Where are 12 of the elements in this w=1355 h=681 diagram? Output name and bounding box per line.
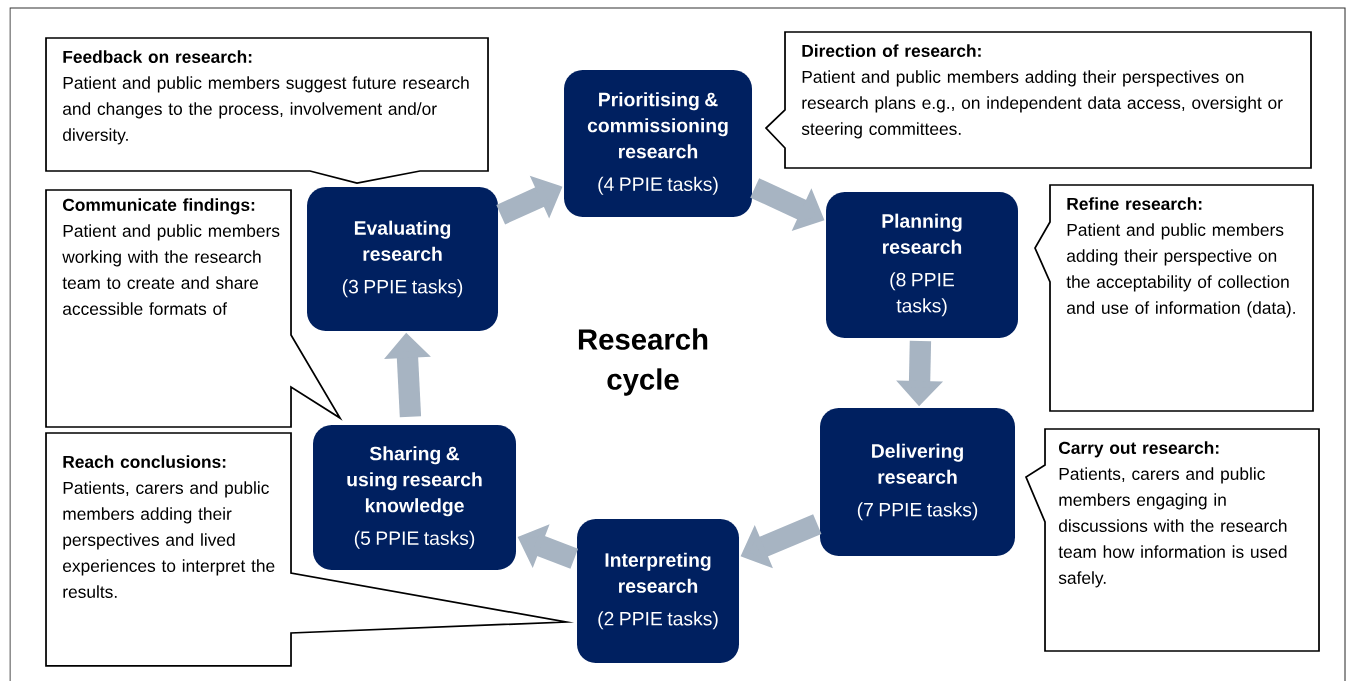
callout-box: Feedback on research: Patient and public members suggest future research and changes to the process, involvement and/or diversity. bbox=[45, 37, 489, 184]
process-box: Planning research (8 PPIE tasks) bbox=[826, 192, 1018, 338]
callout-box: Refine research: Patient and public members adding their perspective on the acceptability of collection and use of information (data). bbox=[1034, 184, 1314, 412]
callout-box: Communicate findings: Patient and public members working with the research team to create and share accessible formats of bbox=[45, 189, 343, 428]
process-box: Evaluating research (3 PPIE tasks) bbox=[307, 187, 498, 331]
callout-box: Carry out research: Patients, carers and public members engaging in discussions with the research team how information is used safely. bbox=[1024, 428, 1320, 652]
process-box: Sharing & using research knowledge (5 PPIE tasks) bbox=[313, 425, 516, 570]
process-box: Prioritising & commissioning research (4 PPIE tasks) bbox=[564, 70, 752, 217]
process-box: Delivering research (7 PPIE tasks) bbox=[820, 408, 1015, 556]
callout-box: Direction of research: Patient and public members adding their perspectives on research plans e.g., on independent data access, oversight or steering committees. bbox=[764, 31, 1312, 169]
process-box: Interpreting research (2 PPIE tasks) bbox=[577, 519, 739, 663]
center-title: Research cycle bbox=[578, 328, 708, 396]
